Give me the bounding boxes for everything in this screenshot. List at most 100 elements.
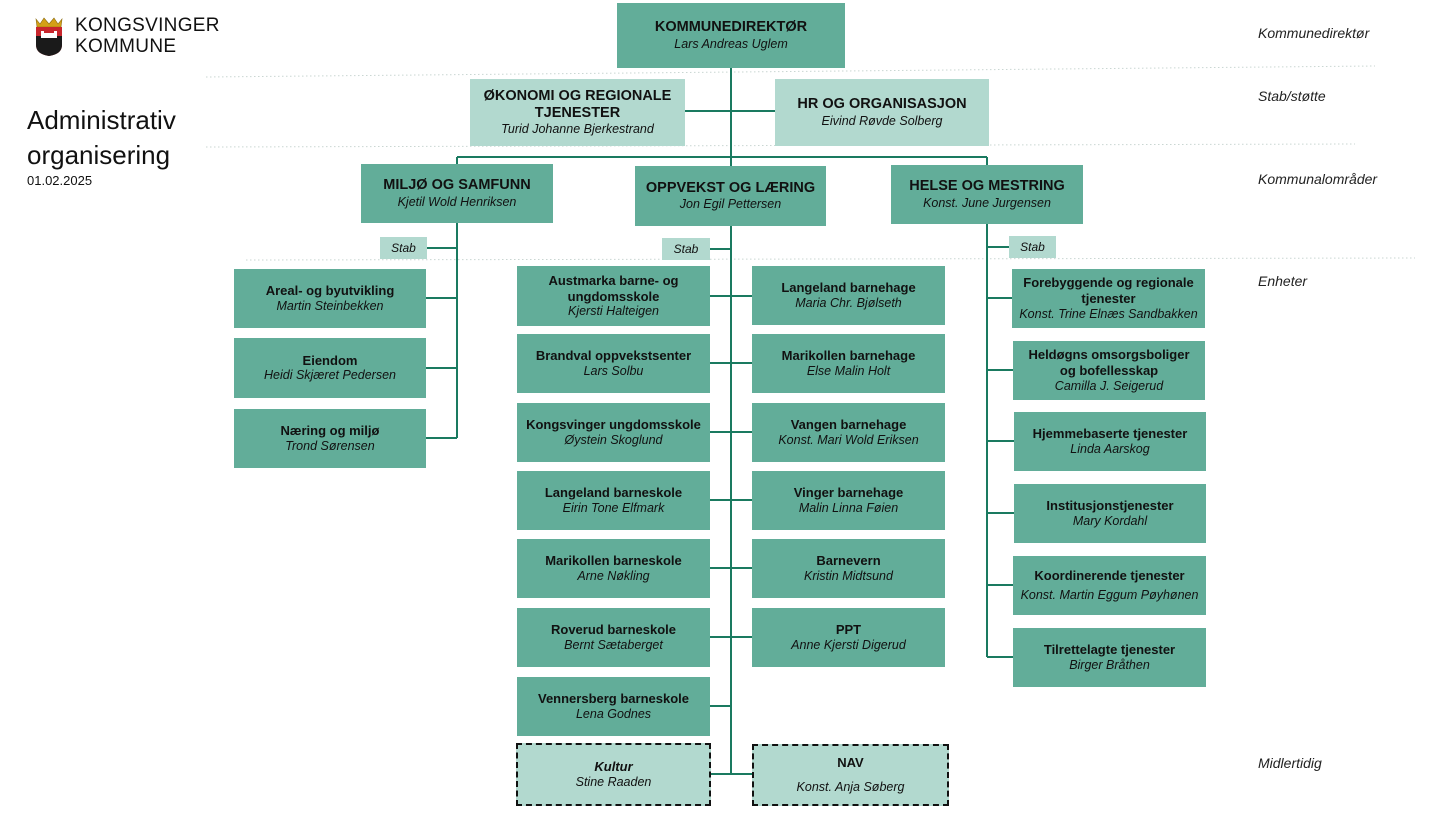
- unit-box: Koordinerende tjenester Konst. Martin Eg…: [1013, 556, 1206, 615]
- box-name: Konst. Anja Søberg: [796, 779, 905, 794]
- box-name: Anne Kjersti Digerud: [791, 637, 906, 652]
- unit-box: Næring og miljø Trond Sørensen: [234, 409, 426, 468]
- stab-label-helse: Stab: [1009, 236, 1056, 258]
- box-name: Lars Andreas Uglem: [674, 36, 788, 51]
- unit-box: Barnevern Kristin Midtsund: [752, 539, 945, 598]
- level-label-midlertidig: Midlertidig: [1258, 755, 1322, 771]
- box-title: OPPVEKST OG LÆRING: [645, 179, 816, 196]
- page-title: Administrativ organisering: [27, 103, 176, 173]
- box-name: Konst. Trine Elnæs Sandbakken: [1019, 306, 1198, 321]
- box-title: Heldøgns omsorgsboliger og bofellesskap: [1028, 347, 1190, 378]
- box-title: Institusjonstjenester: [1046, 498, 1174, 514]
- box-title: HELSE OG MESTRING: [909, 178, 1065, 195]
- box-title: Eiendom: [302, 352, 358, 368]
- box-name: Heidi Skjæret Pedersen: [263, 368, 396, 383]
- unit-box: Hjemmebaserte tjenester Linda Aarskog: [1014, 412, 1206, 471]
- unit-box: Vangen barnehage Konst. Mari Wold Erikse…: [752, 403, 945, 462]
- level-label-enheter: Enheter: [1258, 273, 1308, 289]
- stab-label-miljo: Stab: [380, 237, 427, 259]
- unit-box: Marikollen barneskole Arne Nøkling: [517, 539, 710, 598]
- unit-box: Roverud barneskole Bernt Sætaberget: [517, 608, 710, 667]
- logo-line-1: KONGSVINGER: [75, 15, 220, 36]
- box-title: Vangen barnehage: [790, 417, 907, 433]
- box-name: Arne Nøkling: [577, 568, 650, 583]
- stab-label-oppvekst: Stab: [662, 238, 710, 260]
- box-name: Stine Raaden: [575, 774, 652, 789]
- unit-box: Areal- og byutvikling Martin Steinbekken: [234, 269, 426, 328]
- box-title: MILJØ OG SAMFUNN: [383, 177, 531, 194]
- box-title: Austmarka barne- og ungdomsskole: [548, 272, 679, 304]
- box-title: Kultur: [594, 759, 633, 775]
- unit-box: Kongsvinger ungdomsskole Øystein Skoglun…: [517, 403, 710, 462]
- level-label-kommunalomrader: Kommunalområder: [1258, 171, 1378, 187]
- box-name: Linda Aarskog: [1070, 441, 1150, 456]
- box-name: Turid Johanne Bjerkestrand: [501, 122, 654, 137]
- box-name: Bernt Sætaberget: [564, 637, 663, 652]
- box-name: Maria Chr. Bjølseth: [795, 295, 902, 310]
- okonomi-box: ØKONOMI OG REGIONALE TJENESTER Turid Joh…: [470, 79, 685, 146]
- box-title: Areal- og byutvikling: [265, 283, 395, 299]
- box-title: Kongsvinger ungdomsskole: [526, 417, 701, 433]
- unit-box: Langeland barneskole Eirin Tone Elfmark: [517, 471, 710, 530]
- box-name: Martin Steinbekken: [276, 298, 384, 313]
- box-title: Marikollen barnehage: [781, 348, 916, 364]
- unit-box: Austmarka barne- og ungdomsskole Kjersti…: [517, 266, 710, 326]
- box-title: Vennersberg barneskole: [537, 691, 689, 707]
- temporary-kultur-box: Kultur Stine Raaden: [516, 743, 711, 806]
- box-name: Kristin Midtsund: [804, 568, 893, 583]
- box-title: KOMMUNEDIREKTØR: [654, 19, 808, 36]
- box-name: Konst. Martin Eggum Pøyhønen: [1020, 588, 1199, 603]
- box-name: Camilla J. Seigerud: [1054, 378, 1164, 393]
- box-title: Brandval oppvekstsenter: [535, 348, 692, 364]
- unit-box: Tilrettelagte tjenester Birger Bråthen: [1013, 628, 1206, 687]
- box-title: Langeland barneskole: [544, 485, 683, 501]
- box-title: Næring og miljø: [280, 423, 380, 439]
- box-name: Kjersti Halteigen: [567, 304, 659, 319]
- hr-box: HR OG ORGANISASJON Eivind Røvde Solberg: [775, 79, 989, 146]
- box-name: Lena Godnes: [575, 706, 652, 721]
- box-title: Roverud barneskole: [551, 622, 676, 638]
- area-miljo-box: MILJØ OG SAMFUNN Kjetil Wold Henriksen: [361, 164, 553, 223]
- box-name: Konst. Mari Wold Eriksen: [778, 432, 919, 447]
- box-name: Else Malin Holt: [806, 363, 891, 378]
- unit-box: Marikollen barnehage Else Malin Holt: [752, 334, 945, 393]
- logo-line-2: KOMMUNE: [75, 35, 177, 57]
- kongsvinger-coat-of-arms-icon: [35, 17, 63, 56]
- level-label-stab-stotte: Stab/støtte: [1258, 88, 1326, 104]
- box-name: Kjetil Wold Henriksen: [397, 194, 517, 209]
- box-title: HR OG ORGANISASJON: [797, 96, 967, 113]
- box-title: Barnevern: [816, 553, 881, 569]
- box-title: Tilrettelagte tjenester: [1043, 642, 1176, 658]
- box-name: Konst. June Jurgensen: [923, 195, 1051, 210]
- box-title: Marikollen barneskole: [545, 553, 682, 569]
- temporary-nav-box: NAV Konst. Anja Søberg: [752, 744, 949, 806]
- unit-box: Brandval oppvekstsenter Lars Solbu: [517, 334, 710, 393]
- unit-box: Eiendom Heidi Skjæret Pedersen: [234, 338, 426, 398]
- box-name: Jon Egil Pettersen: [679, 197, 782, 212]
- unit-box: Langeland barnehage Maria Chr. Bjølseth: [752, 266, 945, 325]
- page-title-line-2: organisering: [27, 140, 171, 171]
- unit-box: Vennersberg barneskole Lena Godnes: [517, 677, 710, 736]
- box-name: Mary Kordahl: [1072, 513, 1148, 528]
- box-name: Eirin Tone Elfmark: [562, 500, 665, 515]
- box-name: Malin Linna Føien: [798, 500, 899, 515]
- box-name: Eivind Røvde Solberg: [821, 113, 943, 128]
- unit-box: Vinger barnehage Malin Linna Føien: [752, 471, 945, 530]
- area-oppvekst-box: OPPVEKST OG LÆRING Jon Egil Pettersen: [635, 166, 826, 226]
- box-title: PPT: [835, 622, 862, 638]
- area-helse-box: HELSE OG MESTRING Konst. June Jurgensen: [891, 165, 1083, 224]
- logo-text: KONGSVINGER KOMMUNE: [75, 15, 220, 58]
- box-title: Koordinerende tjenester: [1034, 567, 1185, 583]
- kommunedirektor-box: KOMMUNEDIREKTØR Lars Andreas Uglem: [617, 3, 845, 68]
- unit-box: Heldøgns omsorgsboliger og bofellesskap …: [1013, 341, 1205, 400]
- box-title: Vinger barnehage: [793, 485, 904, 501]
- box-title: Langeland barnehage: [781, 280, 916, 296]
- box-name: Lars Solbu: [583, 363, 644, 378]
- box-name: Trond Sørensen: [285, 438, 375, 453]
- box-title: Hjemmebaserte tjenester: [1032, 426, 1188, 442]
- box-title: Forebyggende og regionale tjenester: [1023, 275, 1194, 306]
- box-title: ØKONOMI OG REGIONALE TJENESTER: [483, 87, 672, 121]
- page-title-line-1: Administrativ: [27, 105, 176, 135]
- box-name: Øystein Skoglund: [564, 432, 663, 447]
